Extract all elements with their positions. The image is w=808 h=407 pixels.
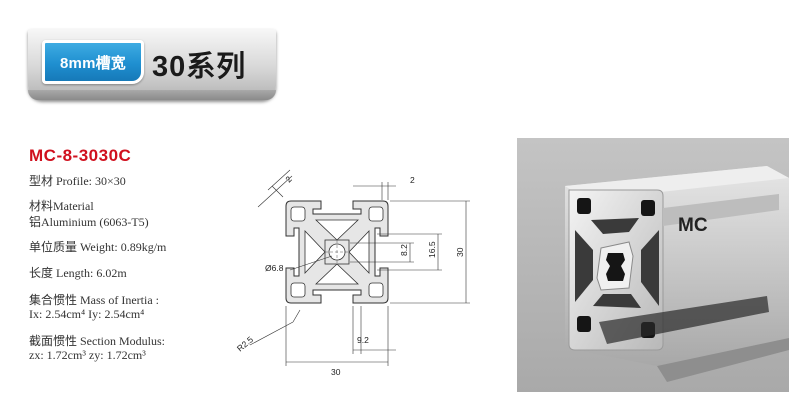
inner-cavities: [304, 219, 370, 285]
corner-cavities: [290, 206, 384, 298]
extrusion-illustration: [565, 166, 789, 382]
spec-material-value: 铝Aluminium (6063-T5): [29, 215, 149, 229]
product-photo: MC: [517, 138, 789, 392]
spec-modulus-title: 截面惯性 Section Modulus:: [29, 334, 166, 348]
center-hole: [324, 239, 350, 265]
brand-mark: MC: [678, 215, 708, 236]
dim-inner: 16.5: [427, 241, 437, 258]
dim-slot-angle: 2: [283, 174, 294, 185]
dim-hole: Ø6.8: [265, 263, 284, 273]
slot-width-label: 8mm槽宽: [59, 54, 127, 72]
dimension-lines: [249, 169, 470, 366]
model-number: MC-8-3030C: [29, 146, 132, 165]
spec-length: 长度 Length: 6.02m: [29, 266, 127, 280]
spec-inertia-title: 集合惯性 Mass of Inertia :: [29, 293, 159, 307]
cross-section-drawing: 2 2 Ø6.8 8.2 16.5 30 R2.5 9.2 30: [235, 169, 470, 376]
series-title: 30系列: [152, 51, 247, 83]
spec-material-title: 材料Material: [29, 199, 94, 213]
slot-width-badge: 8mm槽宽: [42, 40, 144, 84]
dim-core: 8.2: [399, 244, 409, 256]
spec-inertia-values: Ix: 2.54cm⁴ Iy: 2.54cm⁴: [29, 307, 145, 321]
spec-unit-weight: 单位质量 Weight: 0.89kg/m: [29, 240, 167, 254]
dim-radius: R2.5: [235, 334, 255, 353]
dim-width: 30: [331, 367, 341, 376]
dim-slot: 9.2: [357, 335, 369, 345]
spec-modulus-values: zx: 1.72cm³ zy: 1.72cm³: [29, 348, 146, 362]
series-banner: 8mm槽宽 30系列: [28, 29, 276, 100]
banner-shadow-strip: [28, 90, 276, 100]
dim-top-wall: 2: [410, 175, 415, 185]
dim-height: 30: [455, 247, 465, 257]
spec-profile: 型材 Profile: 30×30: [29, 174, 126, 188]
